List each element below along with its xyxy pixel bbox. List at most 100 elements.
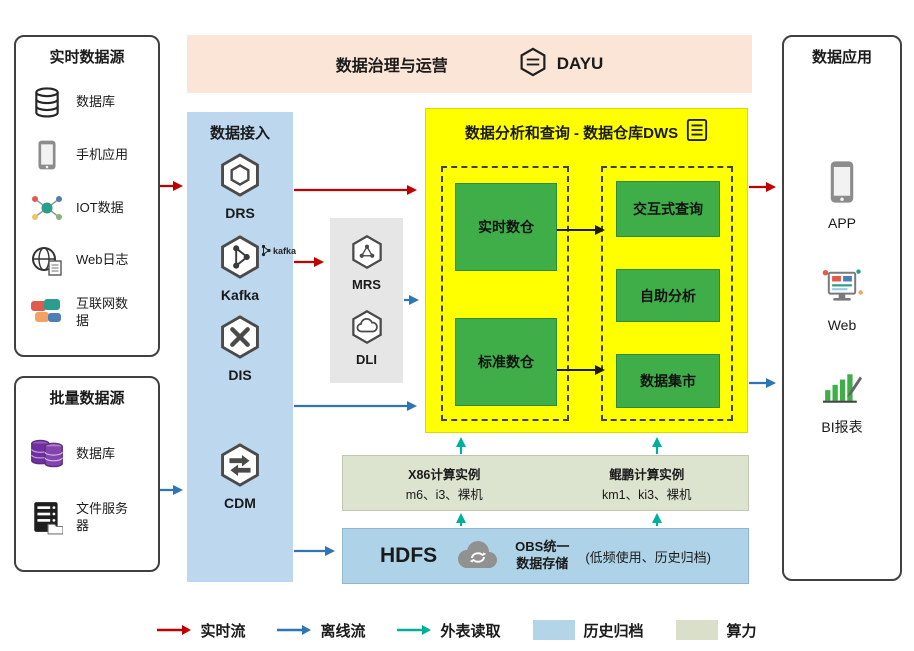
- legend-label: 离线流: [320, 622, 366, 640]
- realtime-sources-title: 实时数据源: [49, 49, 125, 66]
- service-mrs: MRS: [349, 234, 385, 292]
- dli-icon: [349, 309, 385, 350]
- governance-banner: 数据治理与运营 DAYU: [187, 35, 752, 93]
- archive-swatch: [532, 620, 575, 640]
- realtime-warehouse-box: 实时数仓: [455, 183, 557, 271]
- kafka-glyph-icon: [261, 244, 271, 257]
- legend-label: 算力: [726, 622, 757, 640]
- interactive-query-box: 交互式查询: [616, 181, 720, 237]
- storage-panel: HDFS OBS统一 数据存储 (低频使用、历史归档): [342, 528, 749, 584]
- realtime-flow-arrow-icon: [157, 625, 192, 635]
- obs-line1: OBS统一: [515, 539, 570, 555]
- compute-specs: km1、ki3、裸机: [601, 487, 692, 502]
- service-drs: DRS: [187, 152, 293, 221]
- data-ingest-panel: 数据接入 DRS: [187, 112, 296, 582]
- external-read-arrow-icon: [397, 625, 432, 635]
- dws-title: 数据分析和查询 - 数据仓库DWS: [426, 109, 747, 146]
- source-item-file-server: 文件服务器: [28, 499, 154, 537]
- data-applications-panel: 数据应用 APP: [782, 35, 902, 581]
- kafka-logo-badge: kafka: [261, 244, 296, 257]
- source-item-label: 数据库: [76, 445, 116, 461]
- internet-data-icon: [28, 294, 66, 332]
- app-item-bi: BI报表: [784, 369, 900, 437]
- governance-title: 数据治理与运营: [335, 58, 448, 75]
- realtime-sources-list: 数据库 手机应用: [16, 69, 158, 355]
- legend-label: 历史归档: [583, 622, 644, 640]
- mobile-icon: [28, 136, 66, 174]
- bi-report-icon: [820, 369, 864, 412]
- hdfs-label: HDFS: [379, 544, 438, 567]
- service-label: DRS: [225, 205, 255, 221]
- source-item-label: 手机应用: [76, 146, 129, 162]
- storage-note: (低频使用、历史归档): [585, 549, 711, 565]
- query-group: 交互式查询 自助分析 数据集市: [601, 166, 733, 421]
- app-item-web: Web: [784, 267, 900, 333]
- service-label: CDM: [224, 495, 256, 511]
- mrs-icon: [349, 234, 385, 275]
- service-label: Kafka: [220, 287, 260, 303]
- warehouse-group: 实时数仓 标准数仓: [441, 166, 569, 421]
- legend-item-offline-flow: 离线流: [277, 620, 365, 641]
- middle-services-panel: MRS DLI: [330, 218, 403, 383]
- app-item-label: BI报表: [821, 419, 863, 435]
- obs-storage-label: OBS统一 数据存储: [515, 539, 569, 573]
- cdm-icon: [217, 442, 263, 493]
- web-browser-icon: [820, 267, 864, 312]
- obs-line2: 数据存储: [516, 556, 569, 571]
- source-item-label: 文件服务器: [76, 500, 129, 533]
- compute-swatch: [675, 620, 718, 640]
- source-item-batch-database: 数据库: [28, 435, 154, 473]
- legend-item-archive: 历史归档: [532, 620, 644, 641]
- web-log-icon: [28, 242, 66, 280]
- source-item-internet: 互联网数据: [28, 294, 154, 332]
- standard-warehouse-box: 标准数仓: [455, 318, 557, 406]
- x86-compute-cell: X86计算实例 m6、i3、裸机: [343, 456, 546, 510]
- service-label: DIS: [228, 367, 252, 383]
- offline-flow-arrow-icon: [277, 625, 312, 635]
- file-server-icon: [28, 499, 66, 537]
- dws-title-text: 数据分析和查询 - 数据仓库DWS: [464, 124, 679, 142]
- service-dis: DIS: [187, 314, 293, 383]
- kunpeng-compute-cell: 鲲鹏计算实例 km1、ki3、裸机: [546, 456, 749, 510]
- data-applications-title: 数据应用: [811, 49, 872, 66]
- source-item-label: 数据库: [76, 94, 116, 110]
- batch-sources-list: 数据库 文件服务器: [16, 410, 158, 570]
- service-dli: DLI: [349, 309, 385, 367]
- source-item-database: 数据库: [28, 84, 154, 122]
- compute-name: 鲲鹏计算实例: [609, 467, 685, 482]
- dayu-logo-text: DAYU: [556, 54, 604, 73]
- legend-label: 实时流: [200, 622, 246, 640]
- data-mart-box: 数据集市: [616, 354, 720, 408]
- batch-database-icon: [28, 435, 66, 473]
- service-label: MRS: [352, 277, 381, 293]
- source-item-label: Web日志: [76, 252, 129, 268]
- data-ingest-title: 数据接入: [209, 125, 270, 142]
- self-service-analysis-box: 自助分析: [616, 269, 720, 322]
- source-item-label: 互联网数据: [76, 296, 129, 329]
- batch-sources-panel: 批量数据源 数据库: [14, 376, 160, 572]
- compute-name: X86计算实例: [408, 467, 481, 482]
- dis-icon: [217, 314, 263, 365]
- realtime-sources-panel: 实时数据源 数据库: [14, 35, 160, 357]
- source-item-weblog: Web日志: [28, 242, 154, 280]
- legend-label: 外表读取: [440, 622, 501, 640]
- database-icon: [28, 84, 66, 122]
- app-item-label: Web: [827, 317, 857, 333]
- legend-item-compute: 算力: [675, 620, 757, 641]
- dws-panel: 数据分析和查询 - 数据仓库DWS 实时数仓 标准数仓 交互式查询 自助分析 数…: [425, 108, 748, 433]
- kafka-icon: [217, 234, 263, 285]
- iot-icon: [28, 189, 66, 227]
- kafka-badge-text: kafka: [273, 245, 297, 256]
- dayu-logo: DAYU: [518, 47, 604, 82]
- legend: 实时流 离线流 外表读取 历史归档 算力: [0, 610, 914, 650]
- app-item-app: APP: [784, 159, 900, 231]
- legend-item-external-read: 外表读取: [397, 620, 501, 641]
- source-item-label: IOT数据: [76, 199, 124, 215]
- obs-cloud-icon: [453, 538, 499, 575]
- legend-item-realtime-flow: 实时流: [157, 620, 245, 641]
- app-phone-icon: [827, 159, 857, 210]
- app-item-label: APP: [827, 215, 856, 231]
- source-item-iot: IOT数据: [28, 189, 154, 227]
- dayu-hexagon-icon: [518, 47, 548, 82]
